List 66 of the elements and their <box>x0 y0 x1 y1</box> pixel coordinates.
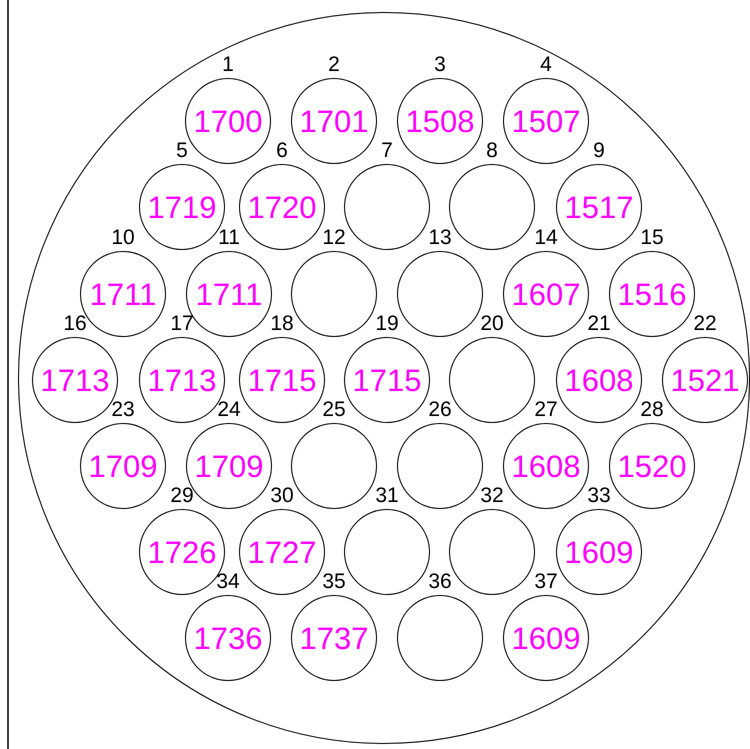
wire-number: 1737 <box>300 622 368 654</box>
wire-number: 1609 <box>512 622 580 654</box>
pin-number: 23 <box>111 399 135 420</box>
pin-number: 37 <box>534 571 558 592</box>
wire-number: 1520 <box>618 450 686 482</box>
pin-number: 3 <box>434 54 446 75</box>
pin-number: 24 <box>217 399 241 420</box>
wire-number: 1715 <box>352 364 422 396</box>
wire-number: 1719 <box>148 192 216 222</box>
pin-number: 28 <box>640 399 664 420</box>
wire-number: 1508 <box>406 106 474 136</box>
pin-number: 4 <box>540 54 552 75</box>
pin-number: 18 <box>270 313 294 334</box>
wire-number: 1711 <box>196 278 262 310</box>
pin-number: 25 <box>322 399 346 420</box>
pin-number: 8 <box>486 140 498 161</box>
pin-number: 6 <box>276 140 288 161</box>
wire-number: 1701 <box>300 106 368 136</box>
pin-number: 5 <box>176 140 188 161</box>
pin-number: 30 <box>270 485 294 506</box>
wire-number: 1736 <box>194 622 262 654</box>
pin-number: 33 <box>587 485 611 506</box>
wire-number: 1711 <box>90 278 156 310</box>
pin-number: 17 <box>170 313 194 334</box>
wire-number: 1507 <box>512 106 580 136</box>
wire-number: 1726 <box>148 536 216 568</box>
pin-number: 29 <box>170 485 194 506</box>
pin-number: 12 <box>322 227 346 248</box>
pin-number: 19 <box>375 313 399 334</box>
pin-circle <box>662 337 748 423</box>
pin-number: 20 <box>480 313 504 334</box>
wire-number: 1521 <box>670 364 740 396</box>
pin-number: 11 <box>218 227 240 248</box>
pin-number: 15 <box>640 227 664 248</box>
wire-number: 1713 <box>40 364 110 396</box>
pin-number: 16 <box>63 313 87 334</box>
wire-number: 1516 <box>618 278 686 310</box>
pin-number: 31 <box>375 485 399 506</box>
pin-number: 13 <box>428 227 452 248</box>
pin-number: 2 <box>328 54 340 75</box>
wire-number: 1608 <box>564 364 634 396</box>
pin-number: 26 <box>428 399 452 420</box>
pin-number: 14 <box>534 227 558 248</box>
wire-number: 1727 <box>248 536 316 568</box>
wire-number: 1700 <box>194 106 262 136</box>
wire-number: 1715 <box>248 364 316 396</box>
pin-number: 32 <box>480 485 504 506</box>
wire-number: 1709 <box>194 450 264 482</box>
pin-number: 27 <box>534 399 558 420</box>
wire-number: 1713 <box>148 364 216 396</box>
pin-number: 35 <box>322 571 346 592</box>
wire-number: 1517 <box>564 192 634 222</box>
pin-number: 21 <box>587 313 611 334</box>
pin-number: 34 <box>216 571 240 592</box>
pin-number: 10 <box>111 227 135 248</box>
wire-number: 1608 <box>512 450 580 482</box>
wire-number: 1709 <box>88 450 158 482</box>
pin-number: 1 <box>222 54 234 75</box>
pin-number: 9 <box>593 140 605 161</box>
pin-number: 7 <box>381 140 393 161</box>
wire-number: 1720 <box>248 192 316 222</box>
pin-number: 22 <box>693 313 717 334</box>
wire-number: 1609 <box>564 536 634 568</box>
connector-outline <box>18 12 750 744</box>
wire-number: 1607 <box>512 278 580 310</box>
pin-number: 36 <box>428 571 452 592</box>
